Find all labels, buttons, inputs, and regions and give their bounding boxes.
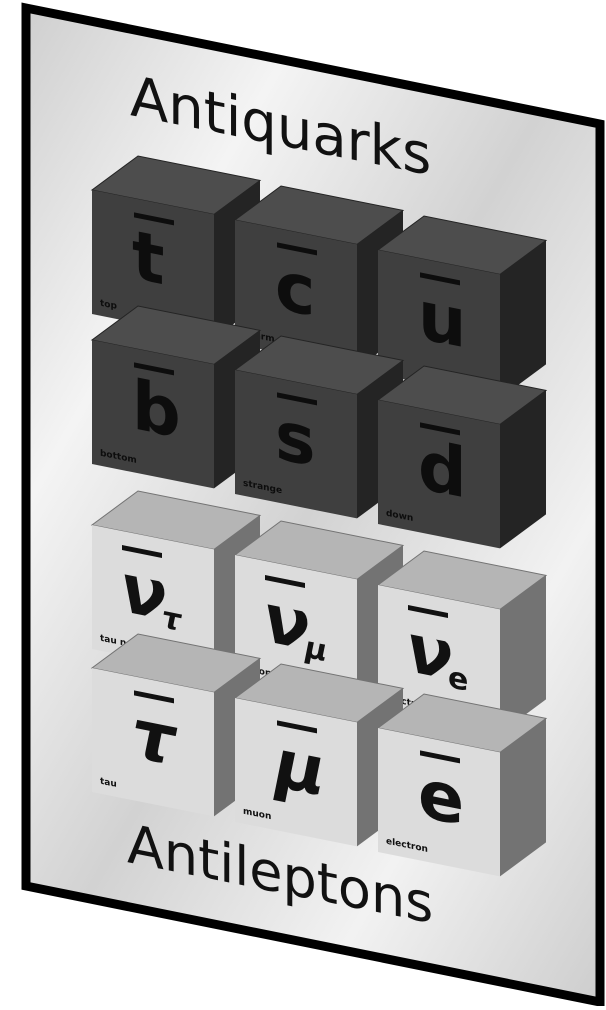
particle-symbol: ν (406, 608, 452, 696)
particle-subscript: μ (304, 630, 327, 669)
cube-charm: ccharm (235, 186, 403, 368)
particle-symbol: μ (273, 723, 325, 813)
cube-up: uup (378, 216, 546, 398)
particle-symbol: ν (120, 548, 166, 636)
particle-symbol: u (418, 276, 466, 365)
particle-subscript: τ (162, 600, 183, 639)
particle-symbol: c (275, 246, 315, 333)
particle-symbol: s (275, 396, 315, 483)
particle-symbol: ν (263, 578, 309, 666)
particle-symbol: τ (132, 694, 178, 782)
particle-symbol: d (418, 426, 467, 515)
particle-symbol: t (132, 216, 165, 302)
particle-symbol: e (418, 754, 464, 842)
particle-subscript: e (448, 660, 468, 699)
particle-symbol: b (132, 366, 181, 455)
